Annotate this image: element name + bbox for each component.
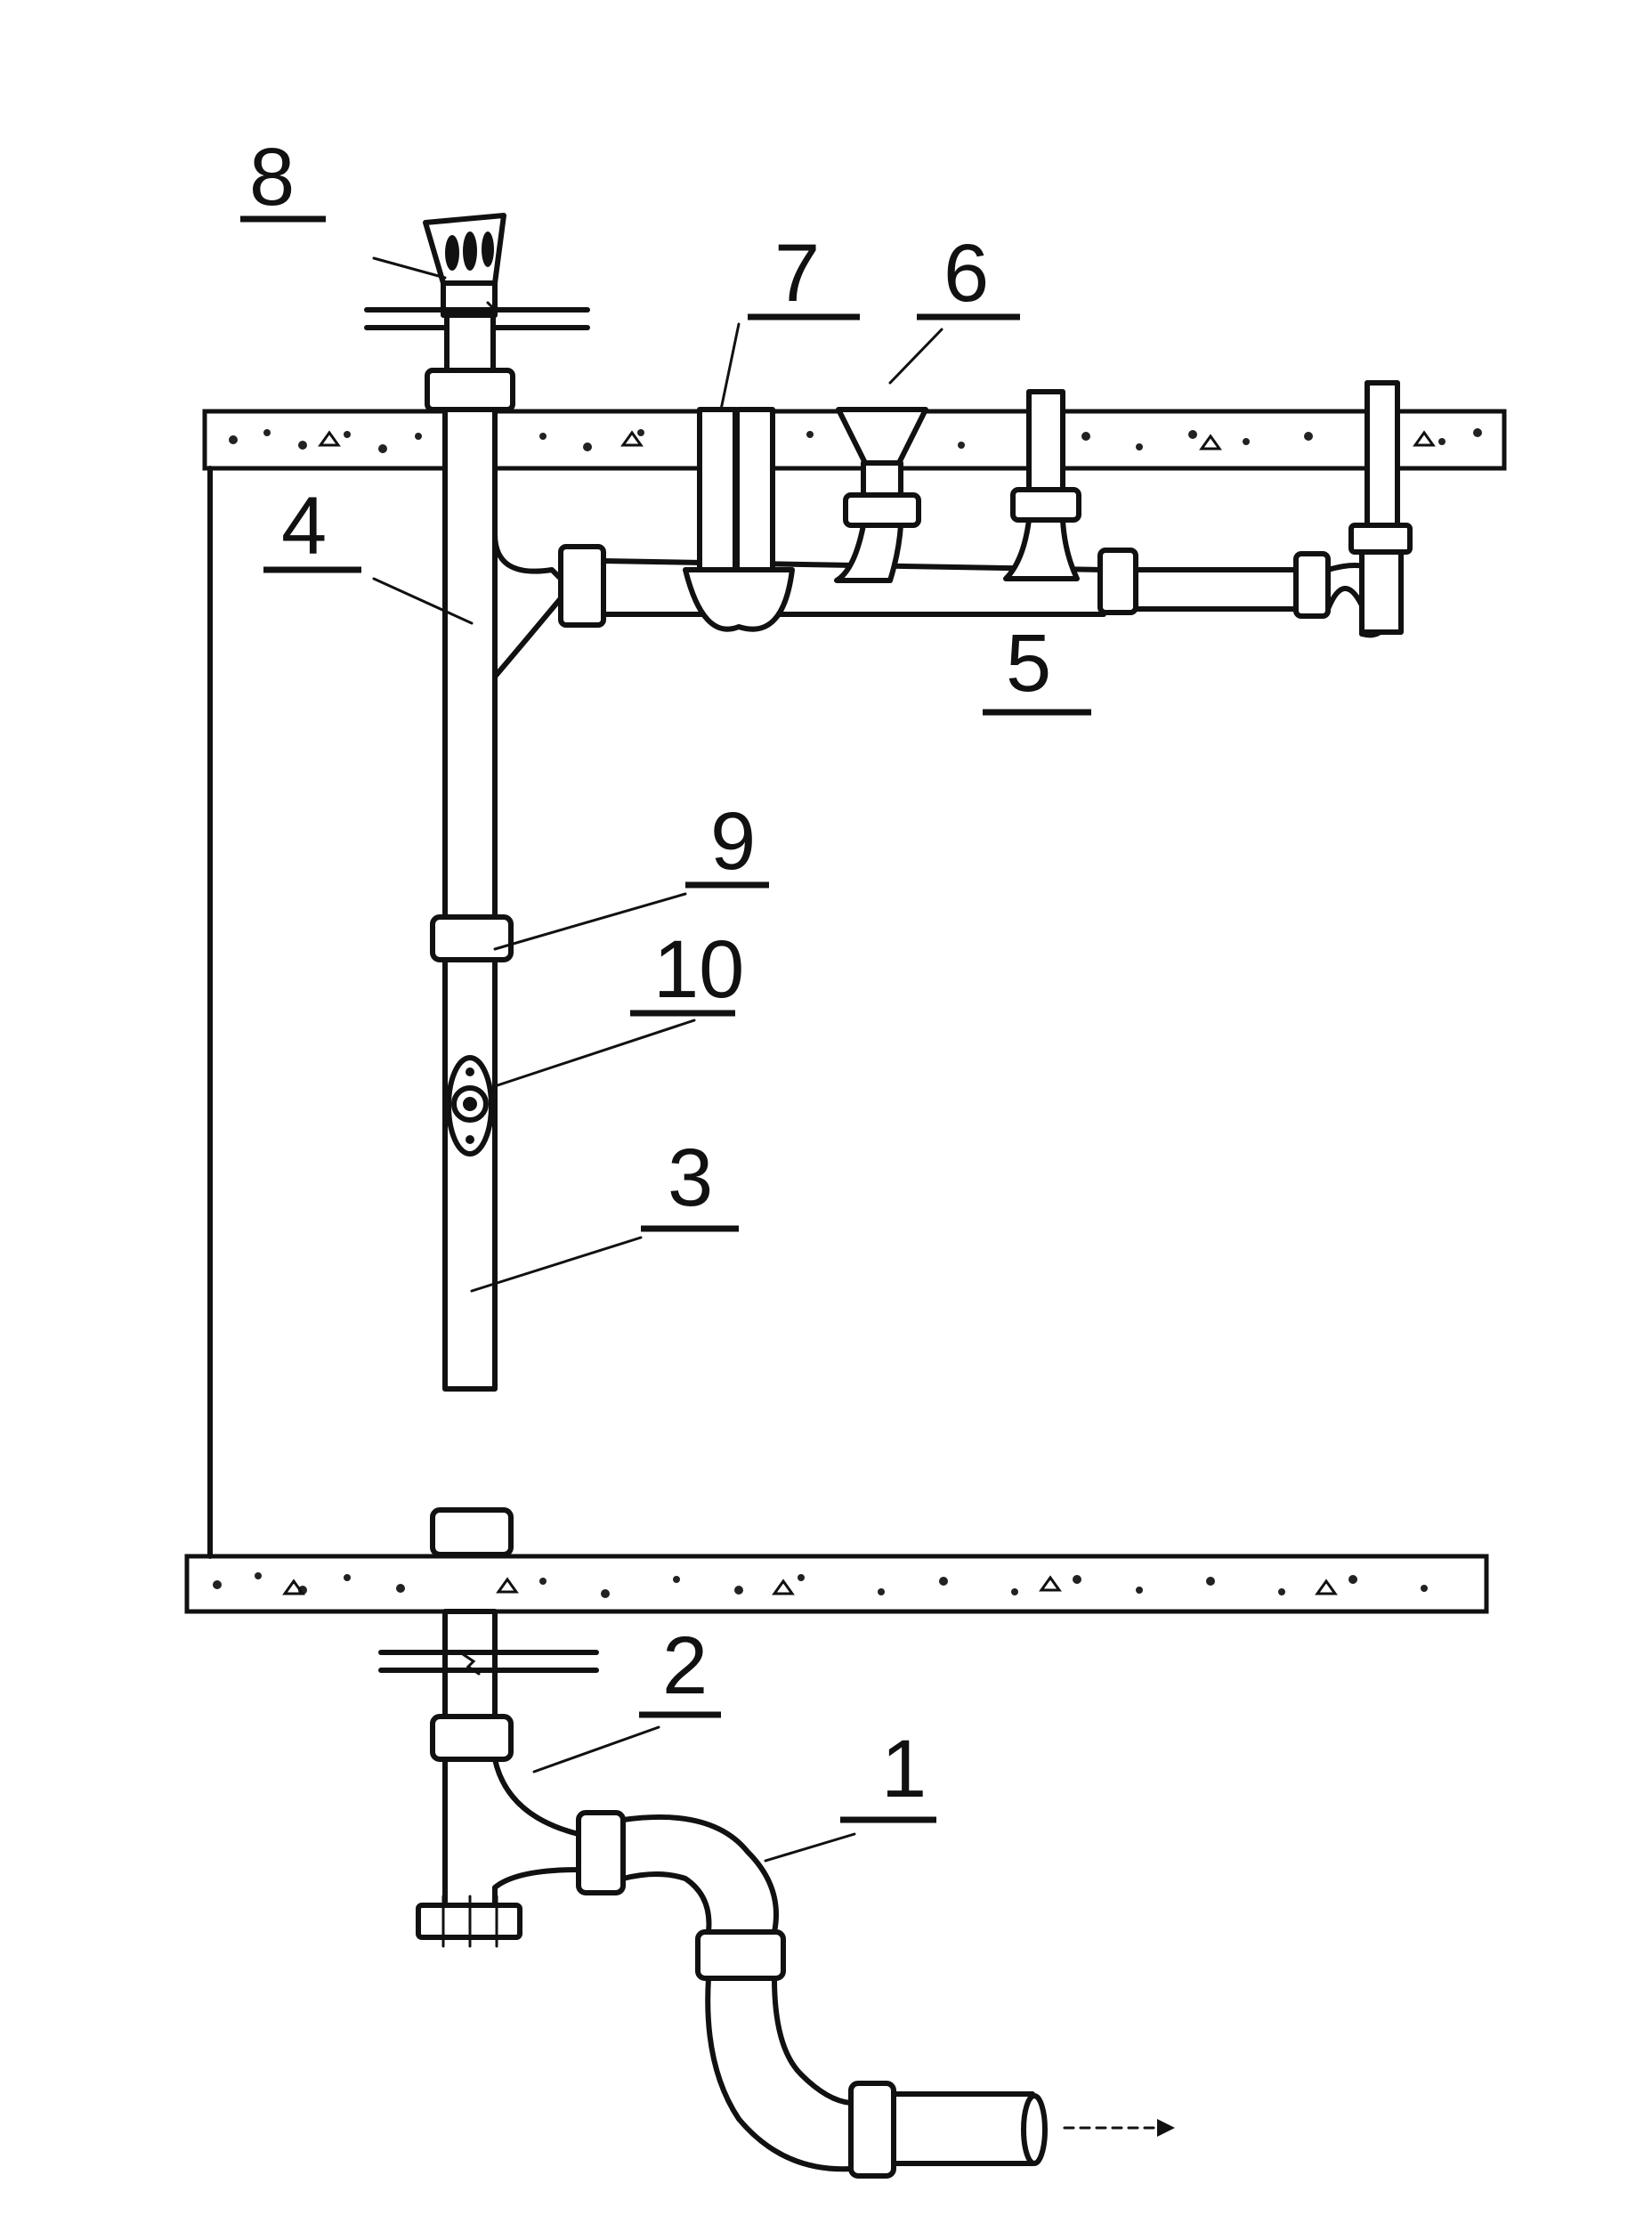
label-4: 4 [263,481,361,573]
svg-text:5: 5 [1006,618,1051,709]
label-1: 1 [840,1724,936,1823]
label-2: 2 [639,1620,721,1718]
label-10: 10 [630,924,744,1017]
fixture-connection [1003,389,1081,581]
svg-text:9: 9 [710,796,756,887]
pipe-collar-middle [430,914,514,962]
label-9: 9 [685,796,769,889]
label-8: 8 [240,132,326,223]
svg-text:6: 6 [943,228,989,319]
flow-arrow [1063,2119,1175,2137]
pipe-collar-lower [430,1507,514,1557]
svg-text:10: 10 [653,924,744,1015]
leader-lines [372,256,943,1863]
svg-text:7: 7 [774,228,820,319]
label-7: 7 [748,228,860,321]
svg-text:8: 8 [249,132,295,223]
pipe-collar-bottom [430,1714,514,1762]
label-6: 6 [917,228,1020,321]
svg-text:2: 2 [662,1620,708,1711]
base-tee [442,1757,581,1908]
label-5: 5 [983,618,1091,716]
svg-text:3: 3 [668,1132,713,1223]
svg-text:1: 1 [881,1724,927,1814]
vertical-stack [442,407,498,1392]
label-3: 3 [641,1132,739,1232]
floor-drain [834,407,928,583]
vent-cap [423,213,506,318]
base-flange [416,1895,522,1948]
lower-floor-slab [184,1554,1489,1614]
u-trap [683,407,795,632]
svg-text:4: 4 [281,481,327,572]
pipe-collar-top [425,368,515,412]
cleanout [446,1055,494,1157]
bend-pipe [576,1810,1048,2179]
